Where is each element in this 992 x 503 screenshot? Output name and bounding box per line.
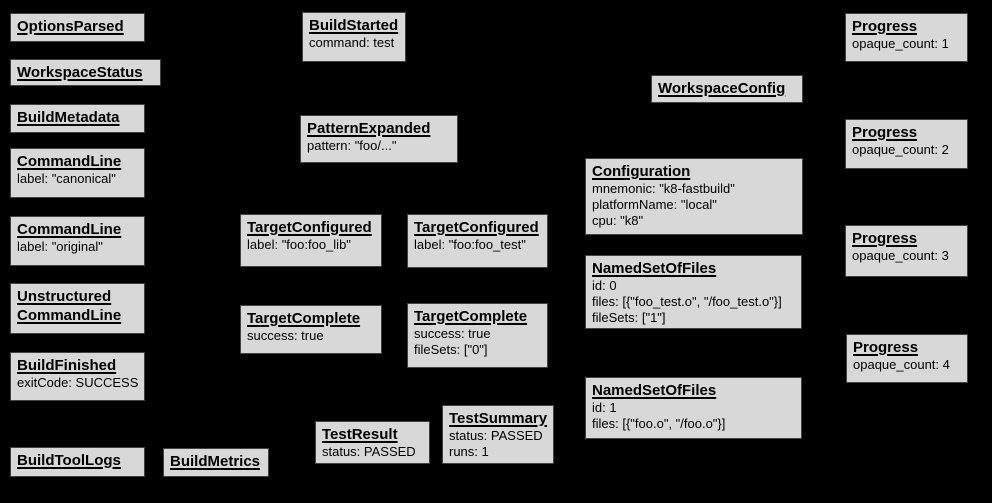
node-title: CommandLine [17,221,122,238]
node-field: fileSets: ["0"] [414,342,488,357]
node-field: opaque_count: 1 [852,36,949,51]
node-field: status: PASSED [322,444,416,459]
node-field: mnemonic: "k8-fastbuild" [592,181,735,196]
node-title: Progress [852,230,918,247]
node-build-metrics: BuildMetrics [163,448,269,477]
node-field: files: [{"foo.o", "/foo.o"}] [592,416,726,431]
node-title: WorkspaceStatus [17,64,143,81]
node-field: success: true [247,328,324,343]
node-field: success: true [414,326,491,341]
node-workspace-config: WorkspaceConfig [651,75,803,103]
node-field: fileSets: ["1"] [592,310,666,325]
node-command-line-original: CommandLine label: "original" [10,216,145,266]
node-pattern-expanded: PatternExpanded pattern: "foo/..." [300,115,458,163]
node-field: command: test [309,35,395,50]
node-field: opaque_count: 4 [853,357,950,372]
node-title: WorkspaceConfig [658,80,786,97]
node-field: id: 0 [592,278,617,293]
node-title: BuildToolLogs [17,452,121,469]
node-progress-1: Progress opaque_count: 1 [845,13,968,62]
node-title: TargetConfigured [247,219,372,236]
node-options-parsed: OptionsParsed [10,13,145,42]
node-field: opaque_count: 2 [852,142,949,157]
node-field: label: "canonical" [17,171,116,186]
node-named-set-of-files-1: NamedSetOfFiles id: 1 files: [{"foo.o", … [585,377,802,439]
node-title: NamedSetOfFiles [592,382,717,399]
node-title: Progress [852,124,918,141]
node-field: label: "original" [17,239,103,254]
node-title: BuildMetadata [17,109,120,126]
node-workspace-status: WorkspaceStatus [10,59,161,86]
node-unstructured-command-line: Unstructured CommandLine [10,283,145,334]
node-target-complete-foo-lib: TargetComplete success: true [240,305,382,354]
node-title: BuildFinished [17,357,117,374]
node-title: NamedSetOfFiles [592,260,717,277]
node-field: pattern: "foo/..." [307,138,397,153]
node-target-configured-foo-lib: TargetConfigured label: "foo:foo_lib" [240,214,382,267]
node-test-result: TestResult status: PASSED [315,421,430,464]
node-title: PatternExpanded [307,120,431,137]
node-title: Progress [853,339,919,356]
node-field: platformName: "local" [592,197,717,212]
node-build-started: BuildStarted command: test [302,12,406,62]
node-title: Configuration [592,163,691,180]
node-build-metadata: BuildMetadata [10,104,145,133]
node-title: BuildStarted [309,17,399,34]
node-target-configured-foo-test: TargetConfigured label: "foo:foo_test" [407,214,548,268]
node-field: status: PASSED [449,428,543,443]
node-title: BuildMetrics [170,453,261,470]
node-field: files: [{"foo_test.o", "/foo_test.o"}] [592,294,782,309]
node-title: Progress [852,18,918,35]
node-title: TargetComplete [247,310,361,327]
node-title: TargetConfigured [414,219,539,236]
node-progress-4: Progress opaque_count: 4 [846,334,968,383]
node-title: OptionsParsed [17,18,124,35]
node-configuration: Configuration mnemonic: "k8-fastbuild" p… [585,158,803,235]
node-progress-2: Progress opaque_count: 2 [845,119,968,169]
node-field: label: "foo:foo_lib" [247,237,351,252]
node-title: TestResult [322,426,398,443]
node-title: CommandLine [17,153,122,170]
node-title: TestSummary [449,410,548,427]
node-title: Unstructured CommandLine [17,288,122,324]
node-build-tool-logs: BuildToolLogs [10,447,145,477]
node-field: exitCode: SUCCESS [17,375,139,390]
node-progress-3: Progress opaque_count: 3 [845,225,968,277]
node-title: TargetComplete [414,308,528,325]
node-field: label: "foo:foo_test" [414,237,526,252]
node-field: id: 1 [592,400,617,415]
node-build-finished: BuildFinished exitCode: SUCCESS [10,352,145,401]
node-test-summary: TestSummary status: PASSED runs: 1 [442,405,554,464]
node-command-line-canonical: CommandLine label: "canonical" [10,148,145,198]
node-field: runs: 1 [449,444,489,459]
node-field: cpu: "k8" [592,213,644,228]
node-field: opaque_count: 3 [852,248,949,263]
node-named-set-of-files-0: NamedSetOfFiles id: 0 files: [{"foo_test… [585,255,802,329]
node-target-complete-foo-test: TargetComplete success: true fileSets: [… [407,303,548,368]
